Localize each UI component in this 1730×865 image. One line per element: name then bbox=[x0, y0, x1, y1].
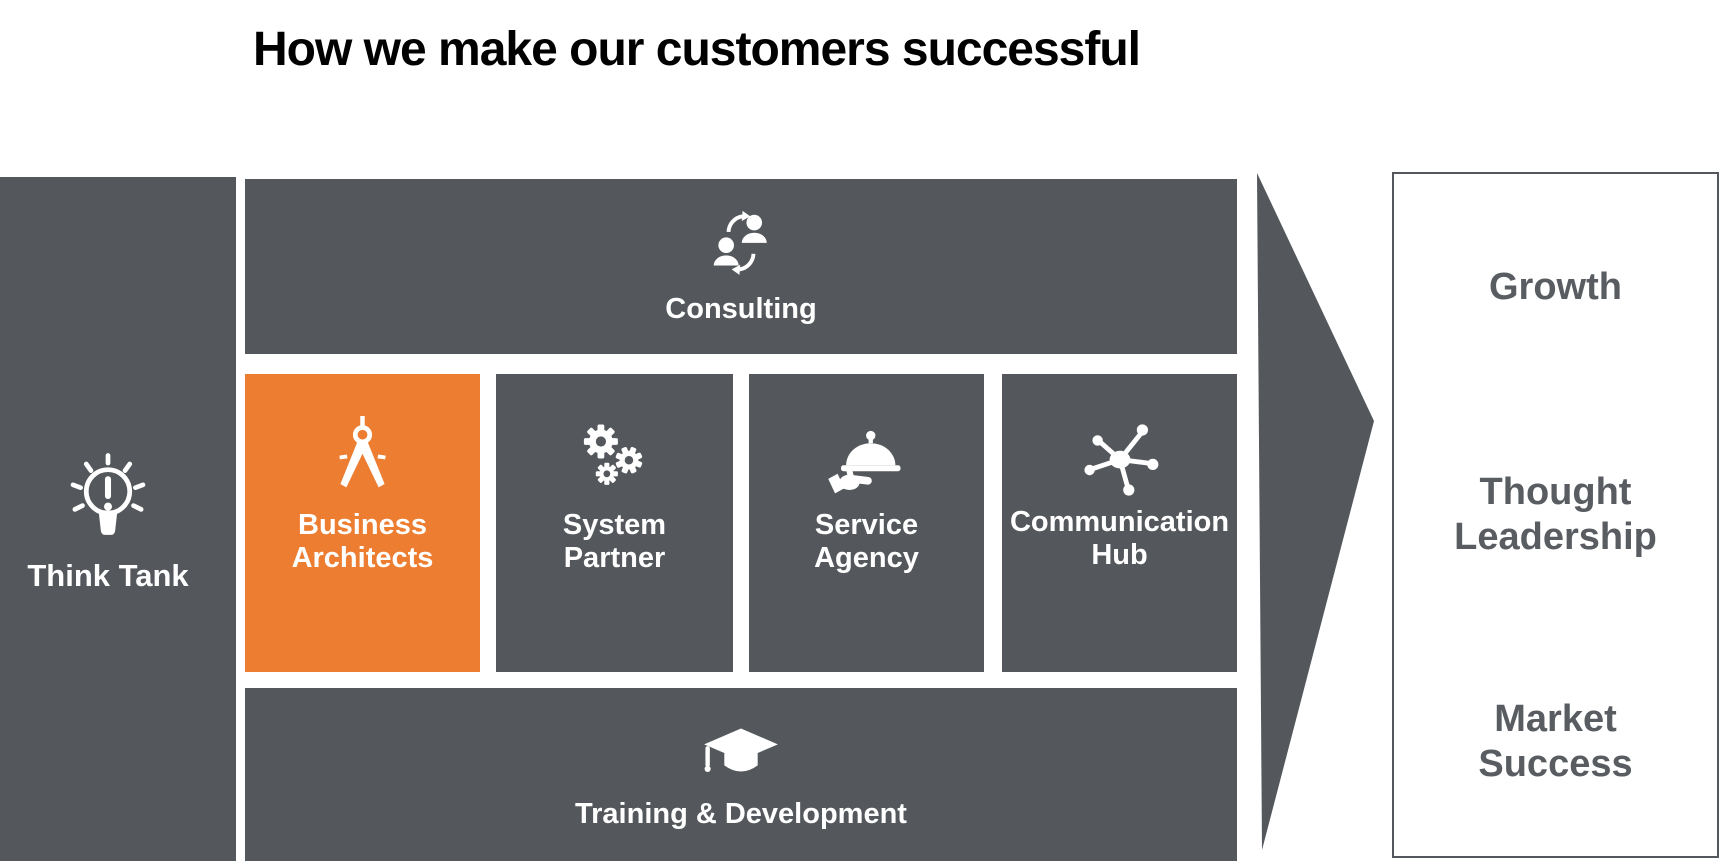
network-hub-icon bbox=[1080, 418, 1160, 498]
people-exchange-icon bbox=[702, 207, 780, 285]
service-label-line: Business bbox=[298, 508, 427, 541]
training-development-bar: Training & Development bbox=[245, 688, 1237, 861]
outcomes-panel: Growth Thought Leadership Market Success bbox=[1392, 172, 1719, 858]
service-box-communication-hub: Communication Hub bbox=[1002, 374, 1237, 672]
consulting-bar: Consulting bbox=[245, 179, 1237, 354]
outcome-line: Growth bbox=[1489, 266, 1622, 309]
serving-cloche-icon bbox=[824, 416, 909, 501]
service-label-line: Architects bbox=[291, 541, 434, 574]
think-tank-label: Think Tank bbox=[27, 557, 189, 593]
consulting-label: Consulting bbox=[665, 293, 817, 325]
outcome-market-success: Market Success bbox=[1394, 629, 1717, 856]
flow-arrow-icon bbox=[1257, 173, 1374, 850]
outcome-line: Leadership bbox=[1454, 515, 1657, 558]
service-label-line: Agency bbox=[814, 541, 919, 574]
outcome-growth: Growth bbox=[1394, 174, 1717, 401]
lightbulb-idea-icon bbox=[56, 447, 160, 551]
outcome-line: Market bbox=[1494, 698, 1617, 741]
think-tank-block: Think Tank bbox=[0, 177, 236, 861]
service-label-line: System bbox=[562, 508, 667, 541]
page-title: How we make our customers successful bbox=[253, 23, 1141, 76]
outcome-line: Success bbox=[1478, 743, 1633, 786]
gears-icon bbox=[572, 416, 657, 501]
graduation-cap-icon bbox=[697, 718, 785, 790]
service-label-line: Service bbox=[814, 508, 919, 541]
drafting-compass-icon bbox=[320, 415, 405, 501]
training-label: Training & Development bbox=[575, 798, 907, 830]
service-label-line: Partner bbox=[563, 541, 666, 574]
outcome-thought-leadership: Thought Leadership bbox=[1394, 401, 1717, 628]
service-box-business-architects: Business Architects bbox=[245, 374, 480, 672]
service-box-system-partner: System Partner bbox=[496, 374, 733, 672]
service-label-line: Communication bbox=[1009, 506, 1230, 538]
service-label-line: Hub bbox=[1091, 539, 1148, 571]
service-box-service-agency: Service Agency bbox=[749, 374, 984, 672]
outcome-line: Thought bbox=[1479, 470, 1632, 513]
